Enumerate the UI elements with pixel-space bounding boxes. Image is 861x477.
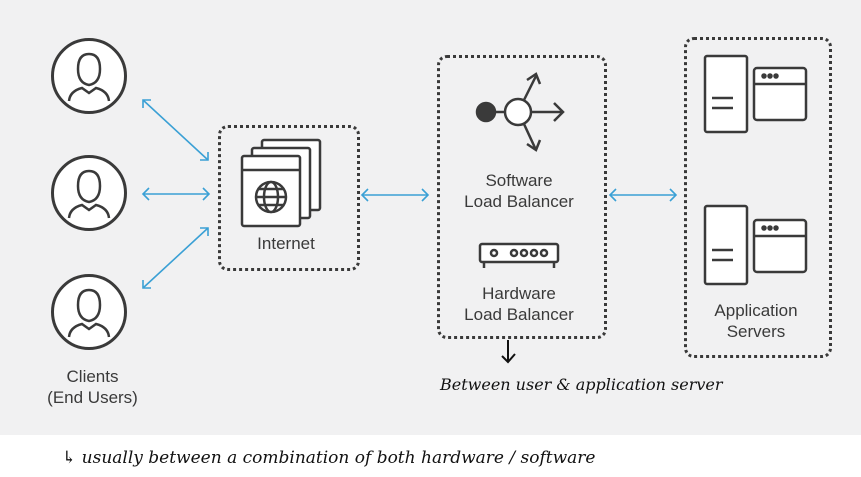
load-balancer-box: [437, 55, 607, 339]
client-avatar-1: [51, 38, 127, 114]
internet-box: [218, 125, 360, 271]
software-lb-line2: Load Balancer: [464, 192, 574, 211]
annotation-note-2: ↳ usually between a combination of both …: [62, 448, 596, 468]
servers-label-line1: Application: [714, 301, 798, 320]
user-icon: [67, 288, 111, 338]
clients-label: Clients (End Users): [30, 366, 155, 408]
client-avatar-2: [51, 155, 127, 231]
servers-label-line2: Servers: [726, 322, 786, 341]
software-lb-line1: Software: [485, 171, 553, 190]
hardware-lb-line2: Load Balancer: [464, 305, 574, 324]
hardware-lb-label: Hardware Load Balancer: [440, 283, 598, 325]
internet-label: Internet: [257, 234, 315, 253]
user-icon: [67, 169, 111, 219]
user-icon: [67, 52, 111, 102]
annotation-note-1: Between user & application server: [440, 375, 723, 394]
hardware-lb-line1: Hardware: [482, 284, 556, 303]
servers-box: [684, 37, 832, 358]
clients-label-line1: Clients: [66, 367, 119, 386]
servers-label: Application Servers: [686, 300, 826, 342]
client-avatar-3: [51, 274, 127, 350]
software-lb-label: Software Load Balancer: [440, 170, 598, 212]
clients-label-line2: (End Users): [47, 388, 138, 407]
